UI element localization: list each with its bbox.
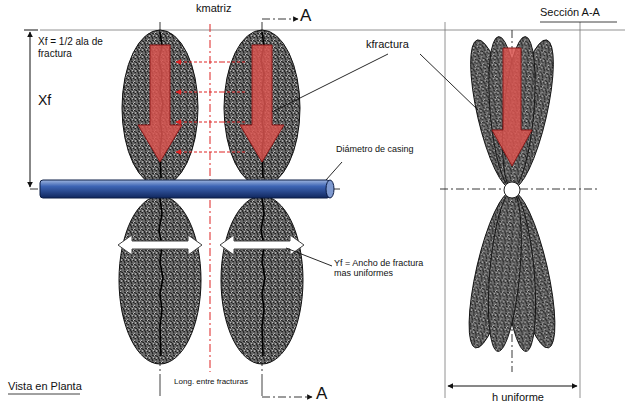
- casing-section: [504, 182, 520, 198]
- title-underline: [8, 394, 80, 395]
- title-underline: [540, 22, 617, 23]
- half-length-symbol: Xf: [38, 92, 68, 108]
- height-label: h uniforme: [478, 391, 558, 404]
- half-length-label: Xf = 1/2 ala de fractura: [38, 36, 118, 59]
- spacing-dimension: [160, 374, 262, 396]
- width-label: Yf = Ancho de fractura mas uniformes: [334, 258, 442, 279]
- xf-dimension: [30, 32, 31, 187]
- section-mark: A: [300, 6, 320, 26]
- flow-arrows: [138, 45, 532, 166]
- leader-lines: [272, 54, 478, 266]
- view-title: Vista en Planta: [8, 380, 98, 393]
- section-mark: A: [316, 384, 336, 404]
- casing-label: Diámetro de casing: [336, 144, 441, 154]
- section-title: Sección A-A: [540, 6, 632, 19]
- casing-pipe: [40, 180, 330, 198]
- frame-line: [580, 22, 581, 398]
- axis-lines: [30, 19, 600, 397]
- frame-line: [40, 30, 625, 31]
- matrix-permeability-label: kmatriz: [196, 2, 256, 15]
- dimension-tick: [24, 30, 38, 31]
- fracture-permeability-label: kfractura: [366, 38, 446, 51]
- casing-end: [326, 180, 334, 198]
- section-fractures: [459, 35, 565, 352]
- spacing-label: Long. entre fracturas: [166, 377, 256, 386]
- h-dimension: [448, 386, 577, 387]
- matrix-flow-arrows: [176, 62, 246, 152]
- width-arrows: [118, 235, 304, 255]
